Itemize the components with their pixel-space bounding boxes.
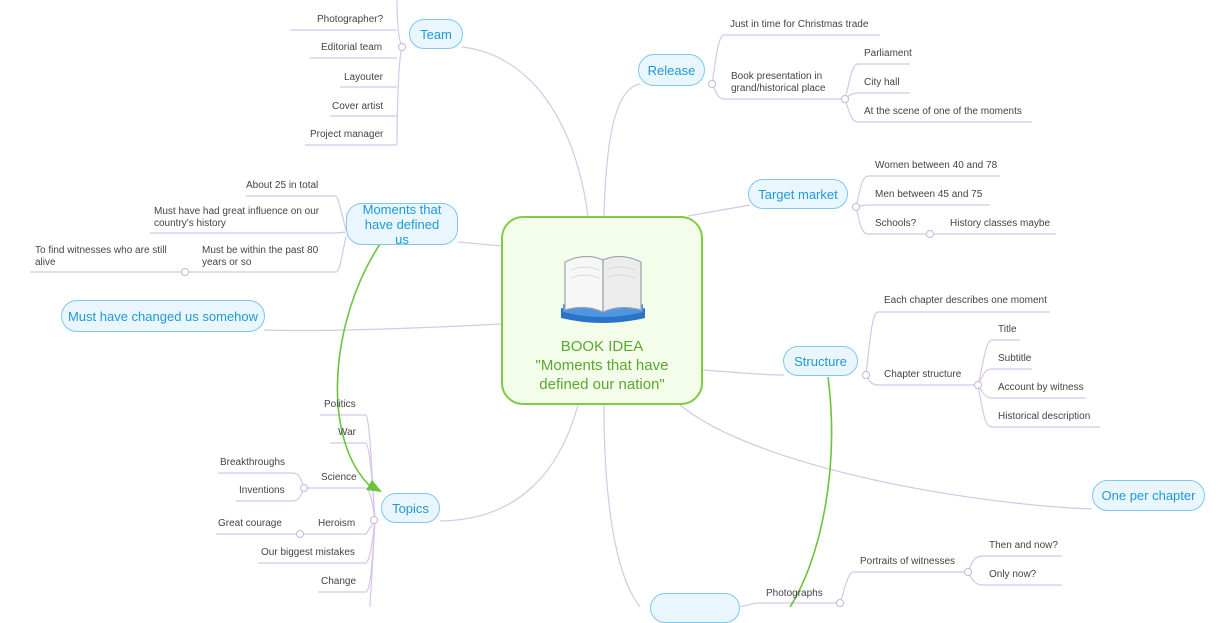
topic-team[interactable]: Team (409, 19, 463, 49)
chapter-item[interactable]: Title (998, 324, 1017, 335)
moments-sub-item[interactable]: To find witnesses who are still alive (35, 245, 167, 268)
collapse-toggle-team[interactable] (398, 43, 406, 51)
topic-one-per-chapter[interactable]: One per chapter (1092, 480, 1205, 511)
branch-line-target (687, 204, 751, 217)
branch-line-changed (263, 323, 503, 332)
branch-line-team (461, 46, 589, 217)
release-item[interactable]: Book presentation in grand/historical pl… (731, 71, 826, 94)
chapter-item[interactable]: Account by witness (998, 382, 1084, 393)
moments-item[interactable]: Must have had great influence on our cou… (154, 206, 320, 229)
bottom-item[interactable]: Photographs (766, 588, 823, 599)
topic-changed[interactable]: Must have changed us somehow (61, 300, 265, 332)
science-item[interactable]: Inventions (239, 485, 285, 496)
topics-item[interactable]: Our biggest mistakes (261, 547, 355, 558)
chapter-item[interactable]: Historical description (998, 411, 1091, 422)
topic-team-label: Team (420, 26, 452, 42)
topic-target-market-label: Target market (758, 186, 838, 202)
collapse-toggle-moments[interactable] (181, 268, 189, 276)
collapse-toggle-science[interactable] (300, 484, 308, 492)
topics-item[interactable]: Heroism (318, 518, 356, 529)
collapse-toggle-book-presentation[interactable] (841, 95, 849, 103)
topics-item[interactable]: Politics (324, 399, 356, 410)
topic-release-label: Release (647, 62, 696, 78)
topic-structure[interactable]: Structure (783, 346, 858, 376)
central-topic-title: BOOK IDEA "Moments that have defined our… (535, 338, 669, 393)
school-item[interactable]: History classes maybe (950, 218, 1051, 229)
place-item[interactable]: City hall (864, 77, 900, 88)
chapter-item[interactable]: Subtitle (998, 353, 1032, 364)
topic-bottom-partial[interactable] (650, 593, 740, 623)
collapse-toggle-portraits[interactable] (964, 568, 972, 576)
collapse-toggle-chapter-structure[interactable] (974, 381, 982, 389)
moments-item[interactable]: Must be within the past 80 years or so (202, 245, 319, 268)
topic-moments-label: Moments that have defined us (362, 201, 442, 247)
topic-topics[interactable]: Topics (381, 493, 440, 523)
moments-item[interactable]: About 25 in total (246, 180, 319, 191)
place-item[interactable]: Parliament (864, 48, 912, 59)
collapse-toggle-schools[interactable] (926, 230, 934, 238)
branch-line-moments (457, 241, 503, 247)
target-item[interactable]: Men between 45 and 75 (875, 189, 983, 200)
portrait-sub-item[interactable]: Then and now? (989, 540, 1058, 551)
collapse-toggle-photographs[interactable] (836, 599, 844, 607)
portrait-sub-item[interactable]: Only now? (989, 569, 1037, 580)
topic-structure-label: Structure (794, 353, 847, 369)
target-item[interactable]: Women between 40 and 78 (875, 160, 998, 171)
collapse-toggle-release[interactable] (708, 80, 716, 88)
topic-release[interactable]: Release (638, 54, 705, 86)
relation-arrow-head (366, 480, 382, 492)
collapse-toggle-structure[interactable] (862, 371, 870, 379)
target-item[interactable]: Schools? (875, 218, 917, 229)
collapse-toggle-target-market[interactable] (852, 203, 860, 211)
science-item[interactable]: Breakthroughs (220, 457, 286, 468)
heroism-item[interactable]: Great courage (218, 518, 282, 529)
release-item[interactable]: Just in time for Christmas trade (730, 19, 869, 30)
branch-line-one-per (679, 404, 1093, 510)
topics-item[interactable]: Change (321, 576, 357, 587)
structure-item[interactable]: Chapter structure (884, 369, 962, 380)
team-item[interactable]: Editorial team (321, 42, 383, 53)
team-item[interactable]: Photographer? (317, 14, 384, 25)
portrait-item[interactable]: Portraits of witnesses (860, 556, 956, 567)
branch-line-release (603, 83, 641, 217)
team-item[interactable]: Cover artist (332, 101, 384, 112)
relation-arrow-moments-topics (336, 243, 381, 489)
open-book-icon (561, 255, 645, 323)
team-item[interactable]: Project manager (310, 129, 384, 140)
topics-item[interactable]: War (338, 427, 356, 438)
branch-line-structure (702, 369, 785, 376)
topic-topics-label: Topics (392, 500, 429, 516)
branch-line-bottom (603, 404, 641, 607)
branch-line-topics (439, 404, 579, 522)
topics-item[interactable]: Science (321, 472, 357, 483)
team-item[interactable]: Layouter (344, 72, 383, 83)
relation-arrow-structure-bottom (789, 376, 833, 607)
place-item[interactable]: At the scene of one of the moments (864, 106, 1022, 117)
collapse-toggle-heroism[interactable] (296, 530, 304, 538)
collapse-toggle-topics[interactable] (370, 516, 378, 524)
structure-item[interactable]: Each chapter describes one moment (884, 295, 1047, 306)
topic-changed-label: Must have changed us somehow (67, 308, 259, 324)
topic-moments[interactable]: Moments that have defined us (346, 201, 458, 247)
topic-target-market[interactable]: Target market (748, 179, 848, 209)
topic-one-per-chapter-label: One per chapter (1101, 488, 1196, 503)
central-topic[interactable]: BOOK IDEA "Moments that have defined our… (501, 216, 703, 405)
